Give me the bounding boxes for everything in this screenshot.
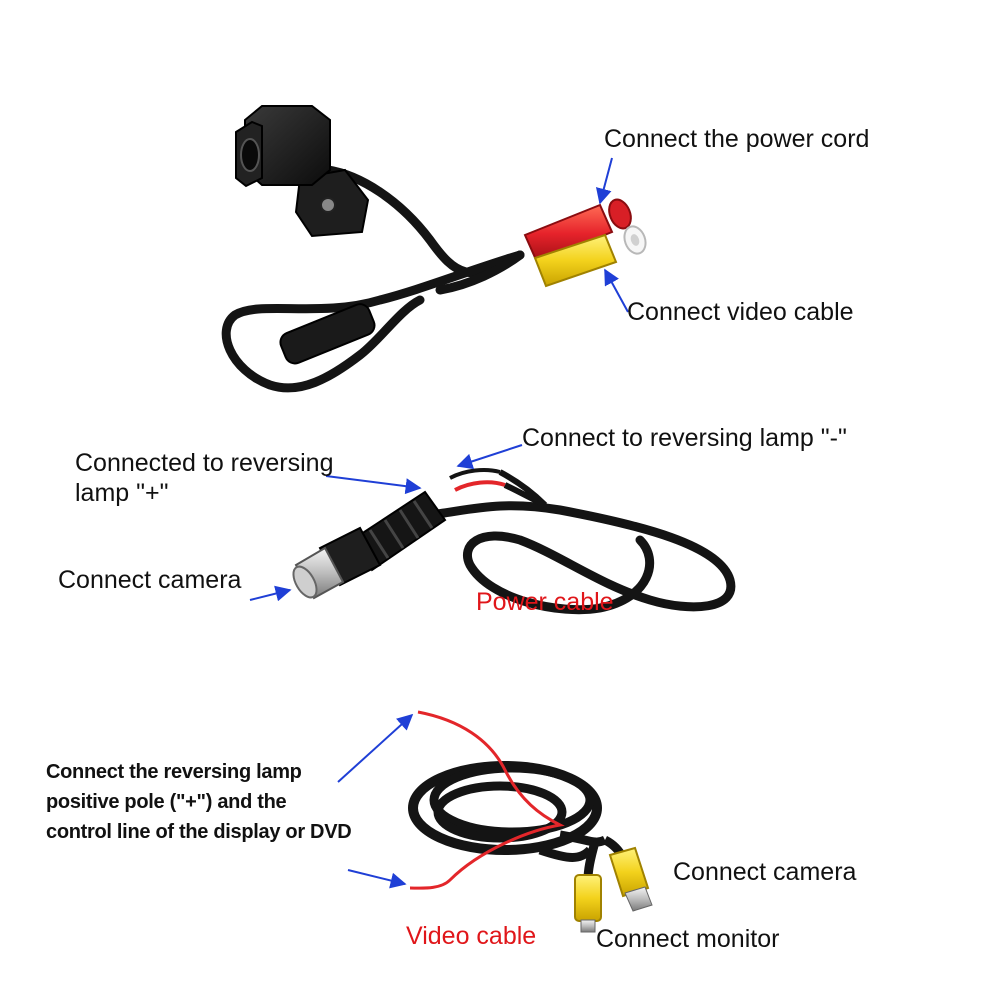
video-cable-assembly [408,710,653,933]
rca-left-pin [580,919,596,933]
wire-fork [498,469,548,508]
coil-tail [559,830,608,847]
power-cable-assembly [292,468,736,615]
cable-junction [279,303,376,365]
lamp-plus-label-line2: lamp "+" [75,479,169,507]
rca-right-tip [624,886,653,912]
red-wire-tail [454,480,506,492]
lamp-minus-arrow [456,444,523,470]
video-lamp-arrow-top [337,713,414,783]
camera-cable-loop [221,250,525,393]
rca-red-plug [523,203,614,264]
power-camera-label: Connect camera [58,566,242,594]
video-lamp-label-line1: Connect the reversing lamp [46,761,302,783]
coil-inner [433,781,567,843]
rca-yellow-plug [533,233,618,288]
video-lamp-label-line3: control line of the display or DVD [46,821,352,843]
camera-assembly [221,105,647,393]
power-cable-title: Power cable [476,588,614,616]
camera-cable-split [435,250,525,295]
connect-camera-arrow [249,585,292,602]
coil-tail-2 [538,845,594,862]
video-cable-title: Video cable [406,922,537,950]
rca-left-plug [574,874,602,922]
black-wire-tail [449,468,501,480]
rca-right-plug [608,846,650,898]
lamp-minus-label: Connect to reversing lamp "-" [522,424,847,452]
video-lamp-arrow-bottom [347,869,407,889]
video-cable-arrow [604,268,629,313]
video-monitor-label: Connect monitor [596,925,780,953]
lamp-plus-label-line1: Connected to reversing [75,449,334,477]
video-camera-label: Connect camera [673,858,857,886]
lamp-plus-arrow [325,475,422,495]
video-lamp-label: Connect the reversing lamp positive pole… [46,757,352,847]
red-control-wire [409,710,565,890]
power-cord-arrow [595,157,613,205]
rca-red-tip [608,198,632,230]
power-cable-line [425,501,736,615]
bracket-screw [320,197,336,213]
power-cord-label: Connect the power cord [604,125,870,153]
video-lamp-label-line2: positive pole ("+") and the [46,791,287,813]
coil-mid [429,763,595,837]
lamp-plus-label: Connected to reversing lamp "+" [75,448,333,508]
video-cable-connect-label: Connect video cable [627,298,854,326]
camera-lens [240,138,260,172]
